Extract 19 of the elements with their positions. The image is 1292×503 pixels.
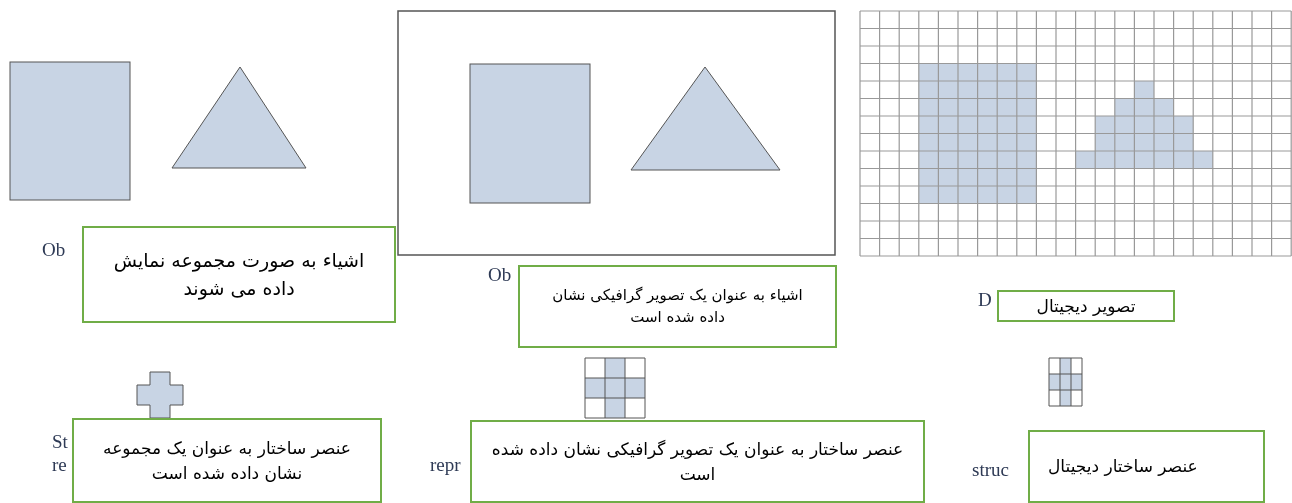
caption-fragment: Ob [488,265,512,284]
box-text: اشیاء به عنوان یک تصویر گرافیکی نشان داده شده است [551,284,804,328]
box-text: عنصر ساختار به عنوان یک مجموعه نشان داده شده است [102,436,352,485]
text-box [72,418,382,503]
caption-fragment: repr [430,455,461,474]
caption-fragment: D [978,290,992,309]
box-text: اشیاء به صورت مجموعه نمایش داده می شوند [112,247,366,302]
caption-fragment: Ob [42,240,66,259]
caption-fragment: struc [972,460,1009,479]
box-text: عنصر ساختار دیجیتال [1048,455,1198,479]
caption-fragment: St [52,432,68,451]
box-text: عنصر ساختار به عنوان یک تصویر گرافیکی نشان داده شده است [490,437,905,486]
text-box [518,265,837,348]
text-box [997,290,1175,322]
text-box [82,226,396,323]
caption-fragment: re [52,455,67,474]
box-text: تصویر دیجیتال [1036,294,1136,318]
text-box [1028,430,1265,503]
text-box [470,420,925,503]
